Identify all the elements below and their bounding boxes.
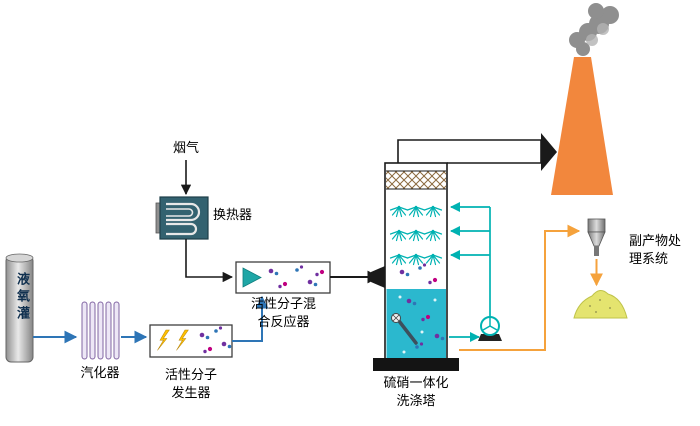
recirculation-pipes [449, 201, 491, 343]
smoke-icon [569, 3, 619, 56]
discharge-funnel-icon [587, 218, 606, 256]
flow-generator-to-reactor [232, 295, 269, 342]
byproduct-line [459, 224, 581, 351]
byproduct-pile-icon [573, 290, 628, 319]
demister-pad [386, 171, 446, 189]
outlet-duct [397, 139, 542, 164]
vaporizer-icon [81, 301, 120, 360]
liquid-molecules [398, 295, 445, 354]
heat-exchanger-icon [155, 196, 209, 240]
tower-gas-inlet [371, 266, 385, 288]
mixing-reactor-icon [235, 261, 331, 294]
tower-base [373, 358, 459, 371]
flow-exchanger-to-reactor [185, 239, 234, 283]
duct-arrow [541, 133, 557, 171]
pump-icon [478, 316, 502, 341]
nozzle-icon [242, 267, 262, 288]
liquid-oxygen-tank-icon [5, 253, 34, 363]
scrubber-tower-icon [373, 162, 459, 371]
chimney-icon [551, 57, 613, 195]
sparger-icon [391, 313, 418, 345]
tower-liquid [386, 289, 446, 360]
active-molecule-generator-icon [149, 324, 233, 358]
